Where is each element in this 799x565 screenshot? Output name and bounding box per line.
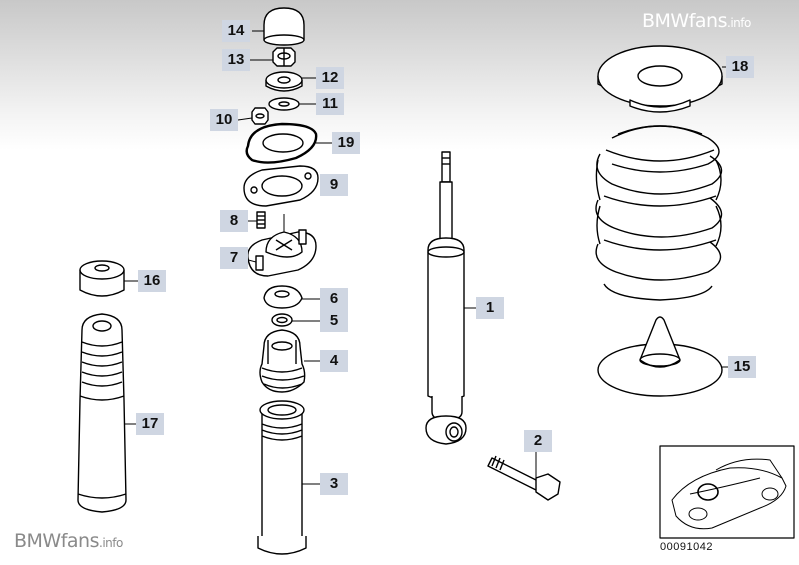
callout-4: 4 xyxy=(320,350,348,372)
watermark-bottom: BMWfans.info xyxy=(14,530,123,552)
watermark-brand-bottom: BMWfans xyxy=(14,530,100,552)
watermark-brand: BMWfans xyxy=(642,10,728,32)
callout-13: 13 xyxy=(222,49,250,71)
nut-part xyxy=(272,47,296,67)
bump-stop-part xyxy=(259,329,306,393)
callout-18: 18 xyxy=(726,56,754,78)
top-mount-part xyxy=(247,214,317,277)
stud-bolt-part xyxy=(256,211,266,229)
callout-7: 7 xyxy=(220,247,248,269)
vehicle-thumbnail xyxy=(659,445,795,539)
dust-cap-part xyxy=(263,7,305,46)
rubber-boot-part xyxy=(77,313,127,513)
callout-19: 19 xyxy=(332,132,360,154)
shock-absorber-part xyxy=(425,151,467,445)
bump-cap-part xyxy=(79,260,125,297)
washer-upper-part xyxy=(265,71,303,92)
callout-8: 8 xyxy=(220,210,248,232)
spring-seat-part xyxy=(597,45,723,113)
leader-lines xyxy=(124,30,728,485)
watermark-top: BMWfans.info xyxy=(642,10,751,32)
mount-plate-part xyxy=(243,165,319,207)
small-nut-part xyxy=(251,107,269,125)
gasket-part xyxy=(245,122,318,164)
coil-spring-part xyxy=(595,125,723,301)
flat-washer-part xyxy=(268,97,300,111)
diagram-reference-number: 00091042 xyxy=(660,541,713,553)
hex-bolt-part xyxy=(487,455,561,501)
protective-tube-part xyxy=(257,400,307,555)
spring-pad-part xyxy=(597,316,723,397)
watermark-suffix-bottom: .info xyxy=(99,536,123,550)
ring-part xyxy=(271,313,293,327)
callout-16: 16 xyxy=(138,270,166,292)
callout-12: 12 xyxy=(316,67,344,89)
callout-3: 3 xyxy=(320,473,348,495)
callout-5: 5 xyxy=(320,310,348,332)
watermark-suffix: .info xyxy=(727,16,751,30)
callout-6: 6 xyxy=(320,288,348,310)
callout-10: 10 xyxy=(210,109,238,131)
callout-17: 17 xyxy=(136,413,164,435)
callout-15: 15 xyxy=(728,356,756,378)
callout-1: 1 xyxy=(476,297,504,319)
callout-9: 9 xyxy=(320,174,348,196)
callout-14: 14 xyxy=(222,20,250,42)
callout-2: 2 xyxy=(524,430,552,452)
callout-11: 11 xyxy=(316,93,344,115)
support-washer-part xyxy=(263,285,303,309)
